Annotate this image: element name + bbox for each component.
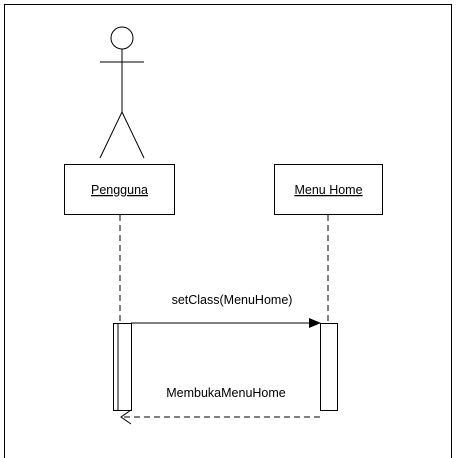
participant-label: Pengguna [91,183,148,197]
actor-left-leg [99,111,123,159]
activation-bar-outer [113,323,132,411]
activation-menu-home [320,323,338,411]
actor-right-leg [121,111,145,159]
participant-menu-home: Menu Home [274,164,383,215]
message-setclass: setClass(MenuHome) [131,293,321,328]
return-arrowhead [120,409,132,425]
participant-label: Menu Home [294,183,362,197]
participant-pengguna: Pengguna [64,164,175,215]
participant-box [274,164,383,215]
diagram-frame [4,4,452,458]
actor-figure-pengguna [99,26,145,159]
participant-box [64,164,175,215]
activation-pengguna [113,323,132,411]
message-label: setClass(MenuHome) [172,293,293,307]
actor-head [110,26,134,50]
message-membuka-menu-home: MembukaMenuHome [120,386,320,425]
message-label: MembukaMenuHome [166,386,286,400]
